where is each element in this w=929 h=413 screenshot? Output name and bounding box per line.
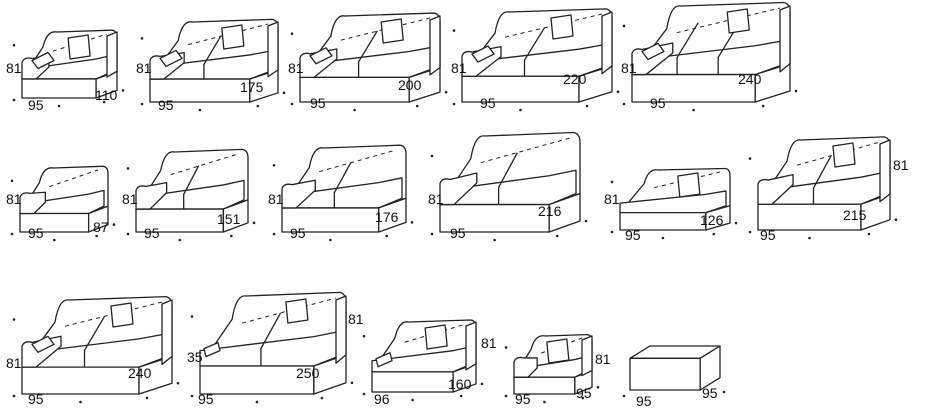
height-label: 81: [604, 191, 620, 207]
sofa-drawing: [272, 144, 414, 242]
height-label: 81: [6, 191, 22, 207]
depth-label: 95: [158, 97, 174, 113]
module-200: 81 95 200: [288, 12, 448, 112]
sofa-drawing: [452, 8, 620, 112]
depth-label: 96: [374, 391, 390, 407]
depth-label: 95: [28, 225, 44, 241]
module-151: 81 95 151: [122, 148, 256, 242]
width-label: 95: [576, 385, 592, 401]
sofa-drawing: [140, 18, 286, 112]
depth-label: 95: [450, 225, 466, 241]
depth-label: 95: [636, 393, 652, 409]
height-label: 81: [348, 311, 364, 327]
module-240-b: 81 95 240: [6, 295, 180, 407]
width-label: 151: [217, 211, 241, 227]
width-label: 175: [240, 79, 264, 95]
module-215-corner: 81 95 215: [748, 136, 909, 243]
height-label: 81: [481, 335, 497, 351]
height-label: 81: [122, 191, 138, 207]
height-label: 81: [6, 60, 22, 76]
module-240: 81 95 240: [621, 1, 798, 112]
height-label: 81: [428, 191, 444, 207]
sofa-drawing: [362, 319, 484, 402]
module-95-corner: 81 95 95: [504, 333, 611, 407]
sofa-drawing: [610, 167, 738, 240]
module-216: 81 95 216: [428, 131, 588, 242]
depth-label: 95: [760, 227, 776, 243]
depth-label: 95: [144, 225, 160, 241]
sofa-drawing: [10, 165, 116, 242]
width-label: 220: [563, 71, 587, 87]
depth-label: 95: [515, 391, 531, 407]
width-label: 126: [700, 212, 724, 228]
sofa-drawing: [190, 291, 354, 404]
module-220: 81 95 220: [451, 8, 620, 112]
height-label: 81: [595, 351, 611, 367]
height-label: 81: [136, 60, 152, 76]
sofa-drawing: [126, 148, 256, 242]
height-label: 81: [6, 355, 22, 371]
width-label: 240: [738, 71, 762, 87]
module-87: 81 95 87: [6, 165, 116, 242]
module-160: 81 96 160: [362, 319, 497, 407]
height-label: 81: [268, 191, 284, 207]
module-95-ottoman: 95 95: [622, 345, 726, 409]
module-250: 81 35 95 250: [187, 291, 364, 407]
sofa-drawing: [290, 12, 448, 112]
width-label: 176: [375, 209, 399, 225]
module-110: 81 95 110: [6, 29, 125, 113]
depth-label: 95: [310, 95, 326, 111]
width-label: 250: [296, 365, 320, 381]
ottoman-drawing: [622, 345, 726, 398]
sofa-drawing: [748, 136, 898, 240]
module-175: 81 95 175: [136, 18, 286, 113]
module-126: 81 95 126: [604, 167, 738, 243]
width-label: 160: [448, 376, 472, 392]
module-176: 81 95 176: [268, 144, 414, 242]
sofa-drawing: [430, 131, 588, 242]
sofa-drawing: [622, 1, 798, 112]
height-label: 81: [893, 157, 909, 173]
width-label: 200: [398, 77, 422, 93]
width-label: 216: [538, 203, 562, 219]
depth-label: 95: [28, 391, 44, 407]
side-label: 35: [187, 349, 203, 365]
height-label: 81: [288, 60, 304, 76]
width-label: 87: [93, 219, 109, 235]
sofa-drawing: [12, 29, 125, 108]
width-label: 240: [128, 365, 152, 381]
depth-label: 95: [28, 97, 44, 113]
height-label: 81: [451, 60, 467, 76]
sofa-drawing: [12, 295, 180, 404]
depth-label: 95: [480, 95, 496, 111]
depth-label: 95: [198, 391, 214, 407]
width-label: 95: [702, 385, 718, 401]
depth-label: 95: [650, 95, 666, 111]
depth-label: 95: [625, 227, 641, 243]
height-label: 81: [621, 60, 637, 76]
width-label: 215: [843, 207, 867, 223]
width-label: 110: [95, 87, 118, 103]
sofa-drawing: [504, 333, 600, 404]
depth-label: 95: [290, 225, 306, 241]
